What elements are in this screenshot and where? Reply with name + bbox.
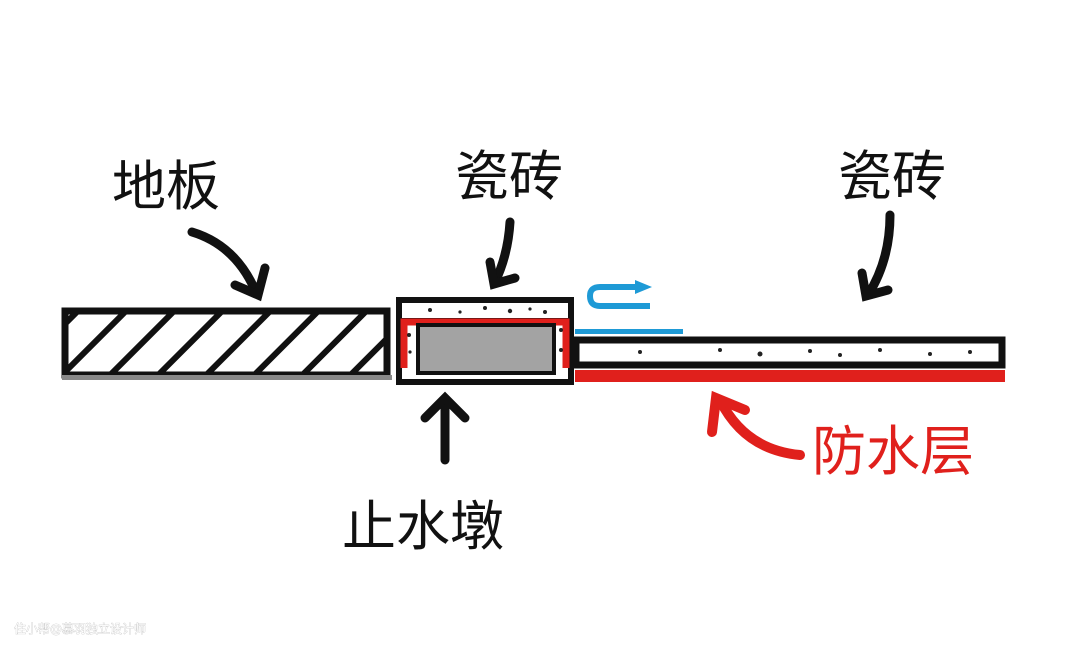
- label-floor: 地板: [112, 155, 220, 218]
- watermark: 住小帮@慕羽独立设计师: [14, 621, 146, 636]
- tile-specks: [407, 306, 563, 354]
- pointer-arrows: [187, 210, 895, 465]
- arrow-waterproof-icon: [707, 390, 805, 460]
- water-line: [575, 329, 683, 334]
- water-return-arrow-icon: [586, 280, 652, 309]
- arrow-tile-right-icon: [863, 210, 895, 300]
- label-tile-curb: 瓷砖: [455, 145, 563, 208]
- label-curb: 止水墩: [342, 495, 504, 558]
- label-waterproof: 防水层: [812, 420, 974, 483]
- curb-waterproof-layer: [400, 318, 570, 368]
- curb-section: [396, 297, 574, 385]
- curb-core: [416, 323, 556, 375]
- label-tile-right: 瓷砖: [838, 145, 946, 208]
- right-tile: [572, 329, 1006, 382]
- arrow-floor-icon: [187, 227, 260, 295]
- arrow-tile-curb-icon: [490, 217, 515, 287]
- floor-board: [61, 307, 392, 380]
- waterproof-layer: [575, 370, 1005, 382]
